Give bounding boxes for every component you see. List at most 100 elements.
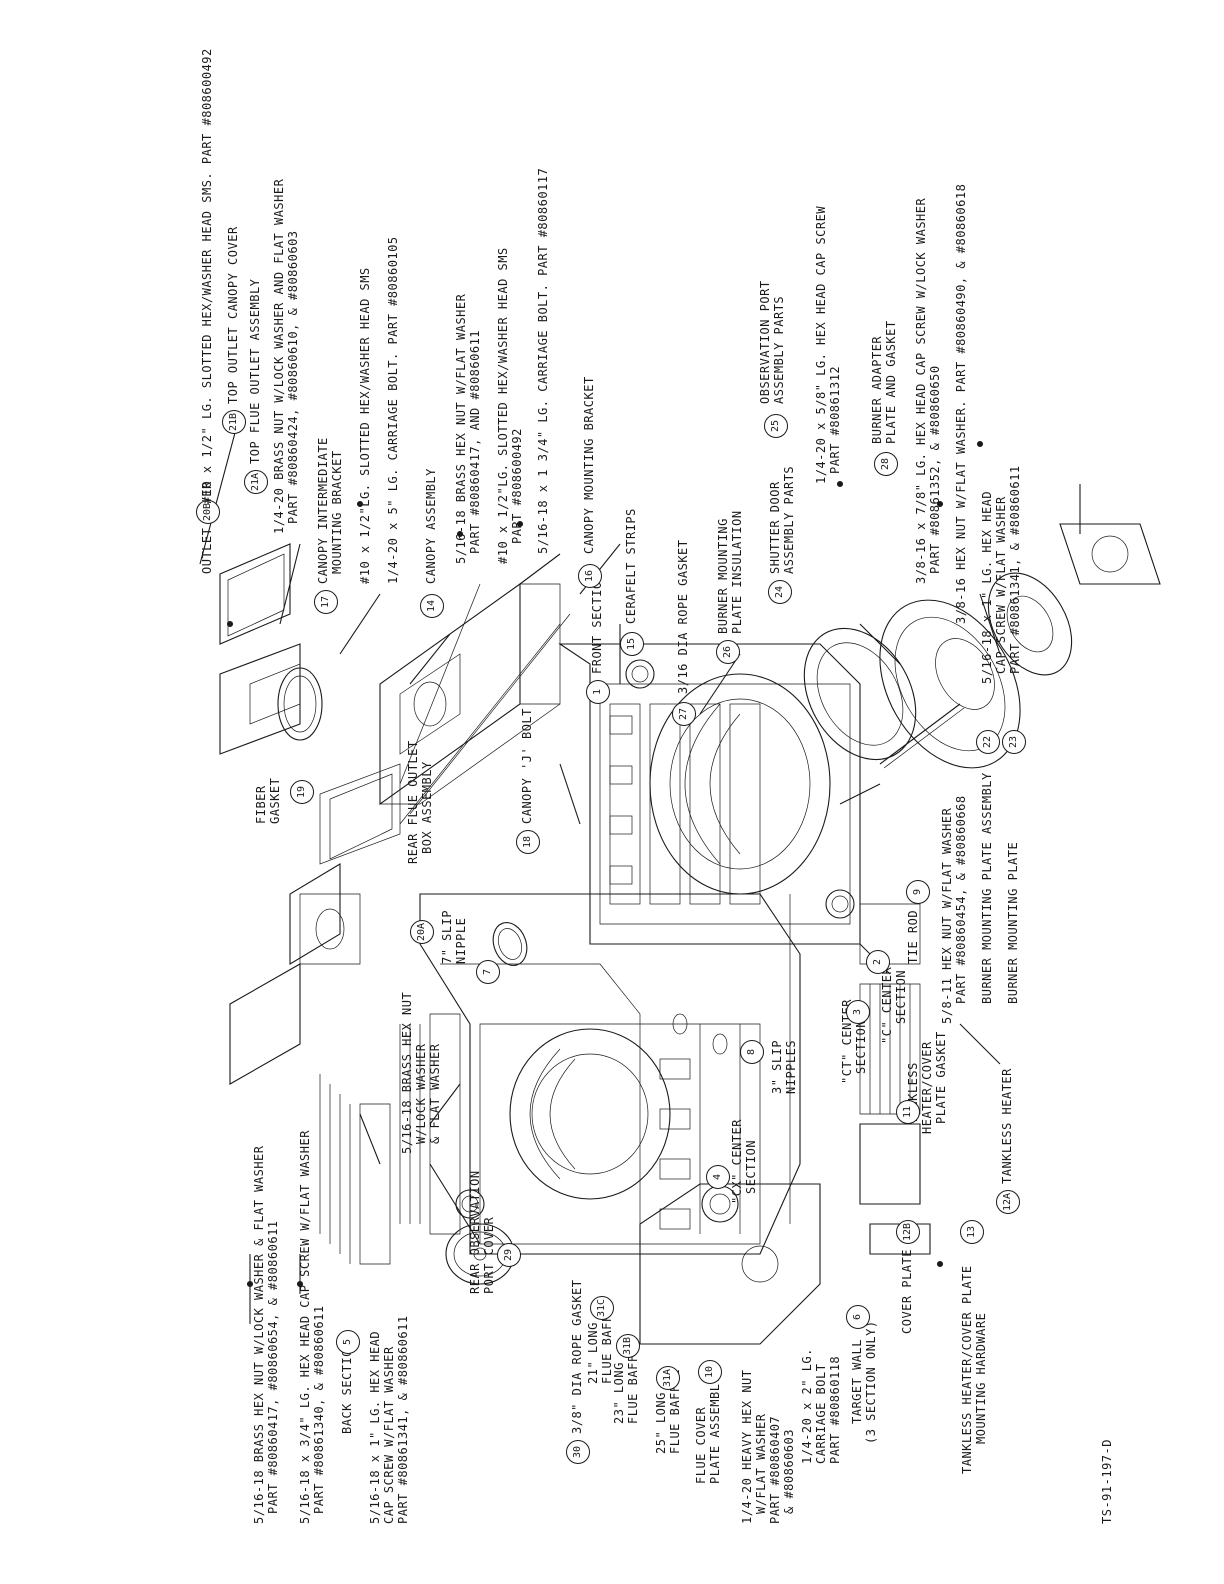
label-rear-flue-1: REAR FLUE OUTLET	[406, 740, 420, 864]
label-obs-1: OBSERVATION PORT	[758, 280, 772, 404]
label-brass-hex-nut: 5/16-18 BRASS HEX NUT W/LOCK WASHER & FL…	[252, 1145, 266, 1524]
callout-6: 6	[846, 1305, 870, 1329]
label-cap-screw-34: 5/16-18 x 3/4" LG. HEX HEAD CAP SCREW W/…	[298, 1130, 312, 1524]
label-cx-2: SECTION	[744, 1139, 758, 1194]
label-flue-cover-1: FLUE COVER	[694, 1406, 708, 1484]
label-sms1: #10 x 1/2" LG. SLOTTED HEX/WASHER HEAD S…	[200, 48, 214, 504]
target-wall-art	[639, 1183, 821, 1345]
callout-9: 9	[906, 880, 930, 904]
label-tk-gasket-3: PLATE GASKET	[934, 1031, 948, 1124]
callout-21a: 21A	[244, 470, 268, 494]
callout-23: 23	[1002, 730, 1026, 754]
label-bmpi-2: PLATE INSULATION	[730, 510, 744, 634]
callout-8: 8	[740, 1040, 764, 1064]
callout-25: 25	[764, 414, 788, 438]
callout-3: 3	[846, 1000, 870, 1024]
label-brass-hex-nut-part: PART #80860417, #80860654, & #80860611	[266, 1220, 280, 1514]
label-j-bolt: CANOPY 'J' BOLT	[520, 708, 534, 824]
label-sms3-2: PART #808600492	[510, 428, 524, 544]
label-cib-1: CANOPY INTERMEDIATE	[316, 437, 330, 584]
label-hex511-1: 5/8-11 HEX NUT W/FLAT WASHER	[940, 807, 954, 1024]
label-target-wall-2: (3 SECTION ONLY)	[864, 1320, 878, 1444]
label-cx-1: "CX" CENTER	[730, 1119, 744, 1204]
label-hn316: 3/8-16 HEX NUT W/FLAT WASHER. PART #8086…	[954, 183, 968, 624]
label-hex511-2: PART #80860454, & #80860668	[954, 795, 968, 1004]
label-23-long: 23" LONG	[612, 1362, 626, 1424]
label-sms2: #10 x 1/2"LG. SLOTTED HEX/WASHER HEAD SM…	[358, 267, 372, 584]
label-top-flue: TOP FLUE OUTLET ASSEMBLY	[248, 278, 262, 464]
callout-21b: 21B	[222, 410, 246, 434]
label-slip7-1: 7" SLIP	[440, 909, 454, 964]
label-rope-38: 3/8" DIA ROPE GASKET	[570, 1279, 584, 1435]
burner-plate-art	[803, 523, 1161, 769]
label-cap-screw-1-b: CAP SCREW W/FLAT WASHER	[382, 1346, 396, 1524]
callout-15: 15	[620, 632, 644, 656]
label-ct-2: SECTION	[854, 1019, 868, 1074]
label-top-cover: TOP OUTLET CANOPY COVER	[226, 226, 240, 404]
callout-17: 17	[314, 590, 338, 614]
tie-rod-art	[879, 703, 965, 769]
label-slip7-2: NIPPLE	[454, 917, 468, 964]
label-cs78-2: PART #80861352, & #80860650	[928, 365, 942, 574]
label-fiber-1: FIBER	[254, 785, 268, 824]
canopy-art	[379, 582, 571, 825]
label-bap-1: BURNER ADAPTER	[870, 335, 884, 444]
label-rear-obs-2: PORT COVER	[482, 1216, 496, 1294]
callout-1: 1	[586, 680, 610, 704]
label-bmpi-1: BURNER MOUNTING	[716, 518, 730, 634]
callout-10: 10	[698, 1360, 722, 1384]
label-cb5: 1/4-20 x 5" LG. CARRIAGE BOLT. PART #808…	[386, 236, 400, 584]
callout-12a: 12A	[996, 1190, 1020, 1214]
label-cap-screw-1-part: PART #80861341, & #80860611	[396, 1315, 410, 1524]
callout-16: 16	[578, 564, 602, 588]
callout-18: 18	[516, 830, 540, 854]
callout-7: 7	[476, 960, 500, 984]
label-rear-flue-2: BOX ASSEMBLY	[420, 761, 434, 854]
label-target-wall-1: TARGET WALL	[850, 1339, 864, 1424]
label-cap-screw-1: 5/16-18 x 1" LG. HEX HEAD	[368, 1330, 382, 1524]
callout-28: 28	[874, 452, 898, 476]
label-shutter-1: SHUTTER DOOR	[768, 481, 782, 574]
label-carriage-1: 1/4-20 x 2" LG.	[800, 1348, 814, 1464]
label-cs1-2: CAP SCREW W/FLAT WASHER	[994, 496, 1008, 674]
callout-24: 24	[768, 580, 792, 604]
label-cmb: CANOPY MOUNTING BRACKET	[582, 376, 596, 554]
callout-26: 26	[716, 640, 740, 664]
label-cap-screw-34-part: PART #80861340, & #80860611	[312, 1305, 326, 1514]
callout-13: 13	[960, 1220, 984, 1244]
drawing-number: TS-91-197-D	[1100, 1439, 1114, 1524]
label-cover-plate: COVER PLATE	[900, 1249, 914, 1334]
label-bap-2: PLATE AND GASKET	[884, 320, 898, 444]
callout-5: 5	[336, 1330, 360, 1354]
label-tk-hw-1: TANKLESS HEATER/COVER PLATE	[960, 1265, 974, 1474]
label-back-section: BACK SECTION	[340, 1341, 354, 1434]
tankless-heater-art	[859, 903, 931, 1255]
slip-nipple-art	[492, 922, 728, 1055]
label-carriage-2: CARRIAGE BOLT	[814, 1363, 828, 1464]
label-25-long: 25" LONG	[654, 1392, 668, 1454]
label-fiber-2: GASKET	[268, 777, 282, 824]
label-cs1-3: PART #80861341, & #80860611	[1008, 465, 1022, 674]
label-obs-2: ASSEMBLY PARTS	[772, 295, 786, 404]
callout-31a: 31A	[656, 1366, 680, 1390]
label-rope-316: 3/16 DIA ROPE GASKET	[676, 539, 690, 695]
label-tie-rod: TIE ROD	[906, 909, 920, 964]
label-rear-obs-1: REAR OBSERVATION	[468, 1170, 482, 1294]
callout-19: 19	[290, 780, 314, 804]
callout-11: 11	[896, 1100, 920, 1124]
label-canopy-asm: CANOPY ASSEMBLY	[424, 468, 438, 584]
label-c-2: SECTION	[894, 969, 908, 1024]
label-brass3-1: 5/16-18 BRASS HEX NUT W/FLAT WASHER	[454, 293, 468, 564]
callout-29: 29	[497, 1243, 521, 1267]
label-cs58-2: PART #80861312	[828, 365, 842, 474]
callout-20a: 20A	[410, 920, 434, 944]
label-brass2-1: 1/4-20 BRASS NUT W/LOCK WASHER AND FLAT …	[272, 178, 286, 534]
label-heavy-nut-2: W/FLAT WASHER	[754, 1413, 768, 1514]
label-flue-cover-2: PLATE ASSEMBLY	[708, 1375, 722, 1484]
label-sms3-1: #10 x 1/2"LG. SLOTTED HEX/WASHER HEAD SM…	[496, 247, 510, 564]
callout-12b: 12B	[896, 1220, 920, 1244]
label-heavy-nut-4: & #80860603	[782, 1429, 796, 1514]
label-cerafelt: CERAFELT STRIPS	[624, 508, 638, 624]
label-21-long: 21" LONG	[586, 1322, 600, 1384]
